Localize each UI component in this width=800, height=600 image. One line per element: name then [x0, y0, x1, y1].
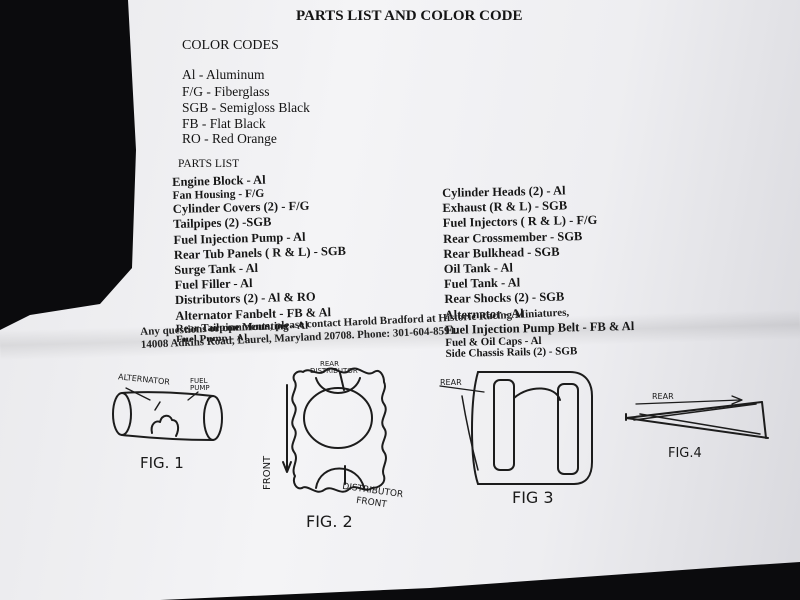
- fig3-note-rear: REAR: [440, 378, 462, 387]
- fig1-label: FIG. 1: [140, 454, 184, 472]
- fig3-bulkhead-sketch: [439, 371, 593, 485]
- fig1-note-fuel-pump: FUEL PUMP: [190, 377, 210, 392]
- fig2-note-rear: REAR: [320, 360, 339, 368]
- color-codes-heading: COLOR CODES: [182, 38, 279, 53]
- parts-list-heading: PARTS LIST: [178, 158, 240, 170]
- color-code-item: Al - Aluminum: [182, 67, 265, 82]
- fig2-distributor-sketch: [282, 367, 387, 493]
- fig2-label: FIG. 2: [306, 512, 353, 531]
- fig3-label: FIG 3: [512, 488, 554, 507]
- color-code-item: FB - Flat Black: [182, 116, 266, 131]
- document-title: PARTS LIST AND COLOR CODE: [296, 8, 523, 24]
- fig2-note-distributor: DISTRIBUTOR: [310, 367, 358, 375]
- fig4-note-rear: REAR: [652, 392, 674, 401]
- fig4-wedge-sketch: [625, 395, 769, 439]
- fig1-alternator-sketch: [112, 387, 223, 441]
- fig4-label: FIG.4: [668, 446, 702, 461]
- color-code-item: F/G - Fiberglass: [182, 84, 270, 99]
- fig2-note-front: FRONT: [262, 455, 273, 490]
- color-code-item: SGB - Semigloss Black: [182, 100, 310, 115]
- color-code-item: RO - Red Orange: [182, 131, 277, 146]
